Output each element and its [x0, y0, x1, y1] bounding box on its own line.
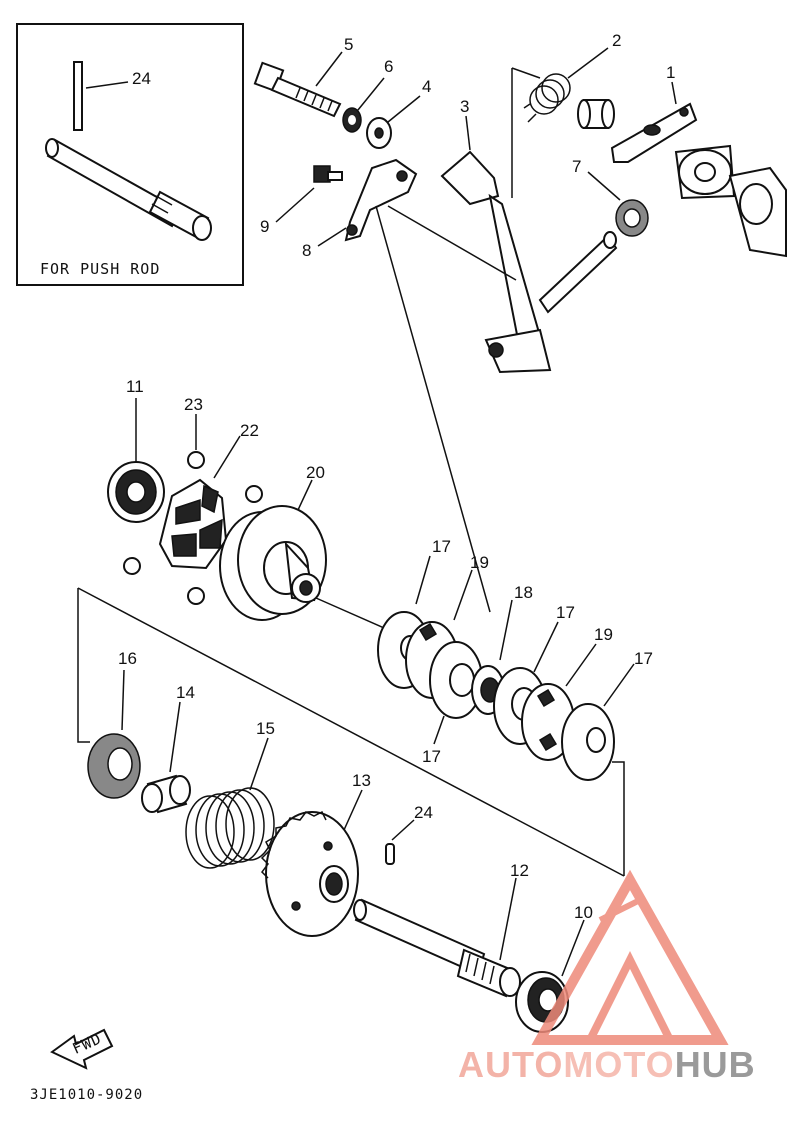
oil-seal-7	[615, 199, 649, 237]
automotohub-logo-mark	[531, 869, 729, 1045]
assembly-frame-lower	[77, 588, 90, 743]
kick-shaft-12	[353, 898, 521, 998]
watermark-auto: AUTO	[458, 1044, 564, 1085]
watermark-text: AUTOMOTOHUB	[458, 1044, 756, 1086]
part-number-15: 15	[256, 719, 275, 738]
part-number-22: 23	[184, 395, 203, 414]
push-rod-drawing	[45, 61, 212, 241]
spring	[523, 73, 571, 123]
kick-arm	[440, 150, 618, 374]
part-number-19-a: 19	[470, 553, 489, 572]
ratchet-21	[158, 478, 228, 570]
oil-seal-16	[87, 733, 141, 799]
stopper-plate	[344, 158, 418, 242]
part-number-11: 11	[126, 377, 144, 396]
part-number-13: 13	[352, 771, 371, 790]
part-number-21: 22	[240, 421, 259, 440]
part-number-24: 24	[132, 69, 151, 88]
part-number-1: 1	[666, 63, 675, 82]
part-number-2: 2	[612, 31, 621, 50]
part-number-4: 4	[422, 77, 431, 96]
part-number-9: 9	[260, 217, 269, 236]
part-number-17-b: 17	[556, 603, 575, 622]
ball-22	[187, 451, 205, 469]
watermark-moto: MOTO	[563, 1044, 675, 1085]
push-rod-inset-box	[16, 23, 244, 286]
part-number-14: 14	[176, 683, 195, 702]
part-number-12: 12	[510, 861, 529, 880]
part-number-5: 5	[344, 35, 353, 54]
spring-15	[185, 787, 275, 869]
part-number-23: 24	[414, 803, 433, 822]
engine-case-fragment	[674, 144, 787, 258]
part-number-20: 20	[306, 463, 325, 482]
bushing	[577, 99, 615, 129]
clutch-pack	[377, 611, 615, 781]
assembly-line-shaft	[387, 205, 517, 281]
part-number-7: 7	[572, 157, 581, 176]
bolt	[253, 61, 342, 118]
collar-14	[141, 774, 191, 814]
part-number-18: 18	[514, 583, 533, 602]
part-number-17-d: 17	[422, 747, 441, 766]
lever	[610, 81, 698, 163]
pin-23	[385, 843, 395, 865]
inset-label: FOR PUSH ROD	[40, 260, 160, 278]
diagram-code: 3JE1010-9020	[30, 1087, 144, 1103]
gear-20	[219, 505, 327, 621]
part-number-16: 16	[118, 649, 137, 668]
part-number-10: 10	[574, 903, 593, 922]
watermark-hub: HUB	[674, 1044, 756, 1085]
kick-gear-13	[260, 810, 359, 937]
assembly-line-ratchet	[375, 205, 491, 613]
bolt-9	[313, 165, 343, 183]
part-number-6: 6	[384, 57, 393, 76]
assembly-line-axis	[315, 597, 385, 629]
part-number-19-b: 19	[594, 625, 613, 644]
bearing-11	[107, 461, 165, 523]
part-number-8: 8	[302, 241, 311, 260]
part-number-17-a: 17	[432, 537, 451, 556]
part-number-3: 3	[460, 97, 469, 116]
fwd-arrow: FWD	[50, 1028, 114, 1070]
part-number-17-c: 17	[634, 649, 653, 668]
